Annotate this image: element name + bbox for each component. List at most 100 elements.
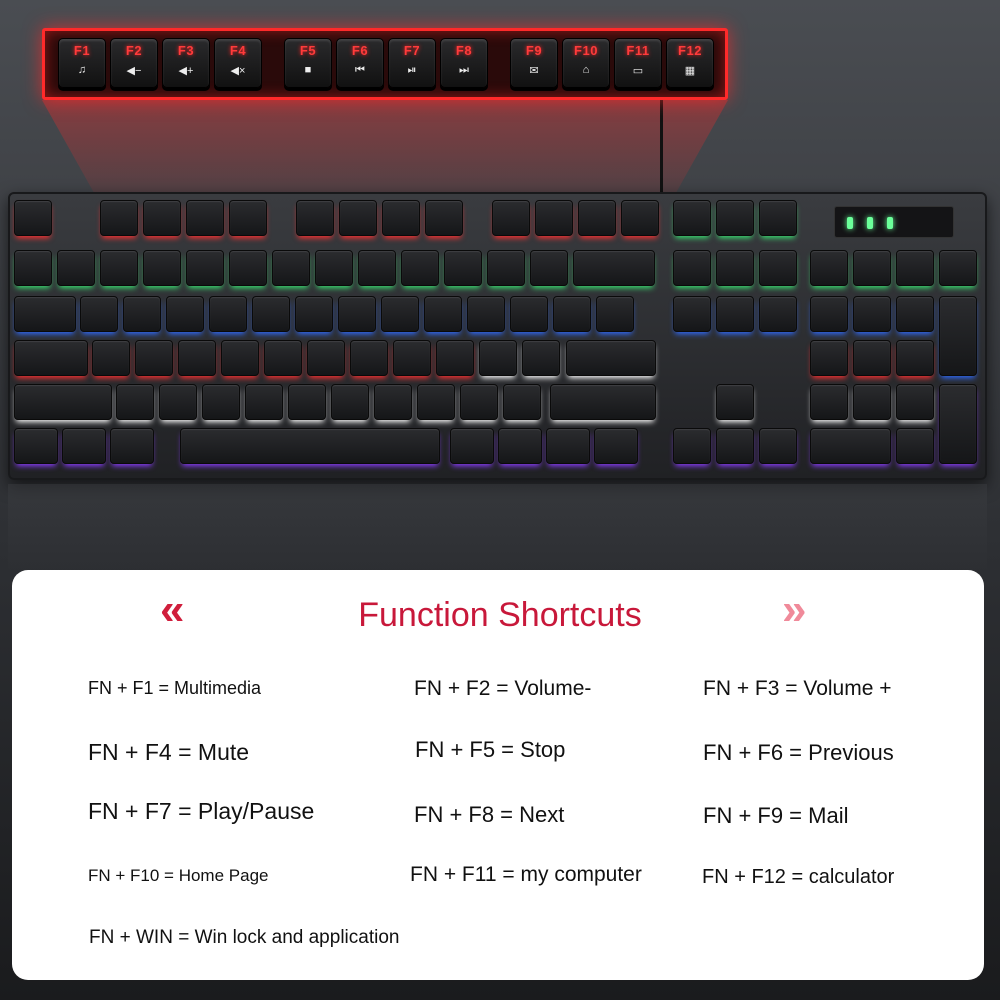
fn-key-label: F11 [626, 43, 650, 58]
keycap [186, 200, 224, 236]
keycap [759, 428, 797, 464]
fn-key-label: F4 [229, 43, 247, 58]
keycap [381, 296, 419, 332]
keycap [166, 296, 204, 332]
keycap [444, 250, 482, 286]
fn-key-label: F5 [299, 43, 317, 58]
fn-key-f9: F9 ✉ [510, 38, 558, 88]
shortcut-item: FN + F1 = Multimedia [88, 678, 262, 698]
keycap [229, 250, 267, 286]
keycap [566, 340, 656, 376]
previous-icon: ⏮ [355, 64, 365, 76]
keycap [338, 296, 376, 332]
keycap [331, 384, 369, 420]
keycap [123, 296, 161, 332]
keycap [178, 340, 216, 376]
keycap [450, 428, 494, 464]
keycap [522, 340, 560, 376]
keycap [229, 200, 267, 236]
keycap [135, 340, 173, 376]
keycap [673, 200, 711, 236]
keycap [716, 384, 754, 420]
keycap [594, 428, 638, 464]
fn-key-f7: F7 ⏯ [388, 38, 436, 88]
keycap [288, 384, 326, 420]
keycap [401, 250, 439, 286]
shortcut-panel [12, 570, 984, 980]
keycap [503, 384, 541, 420]
keycap [425, 200, 463, 236]
keycap [810, 296, 848, 332]
keycap [479, 340, 517, 376]
mail-icon: ✉ [529, 65, 539, 77]
keycap [374, 384, 412, 420]
keycap [939, 296, 977, 376]
keycap [252, 296, 290, 332]
volume-down-icon: ◀− [126, 65, 142, 77]
keycap [186, 250, 224, 286]
keycap [202, 384, 240, 420]
keycap [92, 340, 130, 376]
keycap [307, 340, 345, 376]
shortcut-item: FN + F5 = Stop [415, 737, 566, 762]
shortcut-item: FN + WIN = Win lock and application [89, 927, 400, 948]
highlight-beam [42, 100, 728, 198]
fn-key-f10: F10 ⌂ [562, 38, 610, 88]
fn-key-f12: F12 ▦ [666, 38, 714, 88]
keycap [853, 340, 891, 376]
keycap [535, 200, 573, 236]
keycap [810, 384, 848, 420]
fn-key-f6: F6 ⏮ [336, 38, 384, 88]
fn-key-f4: F4 ◀× [214, 38, 262, 88]
keycap [487, 250, 525, 286]
keycap [939, 384, 977, 464]
keycap [673, 296, 711, 332]
keycap [245, 384, 283, 420]
keycap [810, 340, 848, 376]
keycap [14, 340, 88, 376]
keyboard-reflection [8, 484, 987, 574]
keycap [896, 340, 934, 376]
keycap [417, 384, 455, 420]
shortcut-item: FN + F12 = calculator [702, 866, 895, 888]
keycap [553, 296, 591, 332]
fn-key-label: F9 [525, 43, 543, 58]
mute-icon: ◀× [230, 65, 246, 77]
keycap [896, 384, 934, 420]
keycap [272, 250, 310, 286]
fn-key-label: F12 [678, 43, 702, 58]
fn-key-label: F6 [351, 43, 369, 58]
keycap [382, 200, 420, 236]
fn-key-f3: F3 ◀+ [162, 38, 210, 88]
fn-key-f8: F8 ⏭ [440, 38, 488, 88]
keycap [57, 250, 95, 286]
keycap [939, 250, 977, 286]
keycap [759, 296, 797, 332]
fn-key-f1: F1 ♫ [58, 38, 106, 88]
panel-title: Function Shortcuts [358, 596, 642, 634]
keycap [550, 384, 656, 420]
shortcut-item: FN + F6 = Previous [703, 740, 894, 765]
fn-key-label: F3 [177, 43, 195, 58]
shortcut-item: FN + F8 = Next [414, 802, 565, 827]
keycap [209, 296, 247, 332]
keycap [14, 296, 76, 332]
keycap [673, 250, 711, 286]
shortcut-item: FN + F2 = Volume- [414, 677, 592, 700]
fn-key-f5: F5 ■ [284, 38, 332, 88]
keycap [510, 296, 548, 332]
keycap [896, 250, 934, 286]
keycap [759, 250, 797, 286]
keycap [896, 428, 934, 464]
keycap [436, 340, 474, 376]
shortcut-item: FN + F10 = Home Page [88, 866, 269, 885]
keycap [853, 250, 891, 286]
keycap [221, 340, 259, 376]
keycap [100, 250, 138, 286]
keycap [853, 384, 891, 420]
keycap [621, 200, 659, 236]
keycap [14, 428, 58, 464]
fn-key-f2: F2 ◀− [110, 38, 158, 88]
stop-icon: ■ [304, 64, 312, 76]
keycap [264, 340, 302, 376]
